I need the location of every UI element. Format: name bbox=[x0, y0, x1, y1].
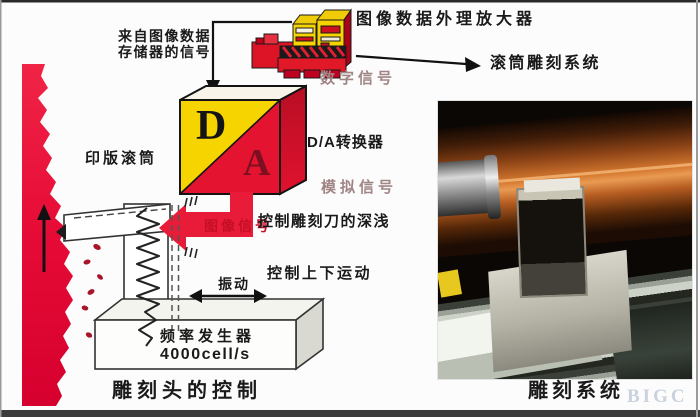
letter-d: D bbox=[196, 103, 227, 149]
caption-engraving-system: 雕刻系统 bbox=[528, 380, 624, 402]
frame-left bbox=[0, 0, 2, 417]
da-converter-label: D/A转换器 bbox=[307, 134, 384, 151]
vibration-tick-marks bbox=[184, 195, 198, 259]
frame-bottom bbox=[0, 410, 700, 417]
up-arrow bbox=[37, 204, 51, 272]
frequency-generator-box bbox=[92, 297, 326, 371]
drum-system-label: 滚筒雕刻系统 bbox=[490, 55, 602, 72]
da-converter-box bbox=[179, 84, 307, 196]
digital-signal-label: 数字信号 bbox=[320, 70, 397, 87]
watermark-text: BIGC bbox=[627, 386, 688, 407]
spring-shape bbox=[136, 207, 160, 347]
hidden-dashed-lines bbox=[171, 205, 180, 334]
engraving-head-unit bbox=[516, 185, 588, 299]
from-storage-line1: 来自图像数据 bbox=[118, 28, 211, 44]
image-signal-label: 图像信号 bbox=[204, 218, 272, 234]
depth-control-label: 控制雕刻刀的深浅 bbox=[258, 213, 391, 230]
analog-signal-label: 模拟信号 bbox=[321, 179, 398, 196]
amplifier-label: 图像数据外理放大器 bbox=[356, 11, 537, 28]
updown-control-label: 控制上下运动 bbox=[267, 265, 373, 282]
from-storage-line2: 存储器的信号 bbox=[118, 44, 211, 61]
slab-dashed-line bbox=[73, 208, 167, 219]
right-arrow bbox=[355, 54, 481, 72]
frame-top bbox=[0, 0, 700, 3]
letter-a: A bbox=[243, 142, 271, 184]
yellow-label bbox=[438, 269, 463, 298]
plate-cylinder-shape bbox=[22, 64, 73, 406]
engraving-system-photo bbox=[437, 100, 693, 380]
freq-generator-label: 频率发生器 bbox=[160, 328, 256, 345]
amplifier-device bbox=[251, 8, 352, 79]
cylinder-shaft bbox=[438, 159, 492, 217]
vibration-arrow bbox=[189, 289, 267, 303]
from-storage-label: 来自图像数据 存储器的信号 bbox=[118, 28, 211, 60]
freq-rate-label: 4000cell/s bbox=[160, 346, 251, 363]
frame-right bbox=[696, 0, 698, 417]
plate-cylinder-label: 印版滚筒 bbox=[85, 150, 158, 167]
caption-engraving-head-control: 雕刻头的控制 bbox=[112, 380, 262, 402]
image-signal-arrow bbox=[159, 192, 253, 251]
vibration-label: 振动 bbox=[218, 276, 250, 292]
